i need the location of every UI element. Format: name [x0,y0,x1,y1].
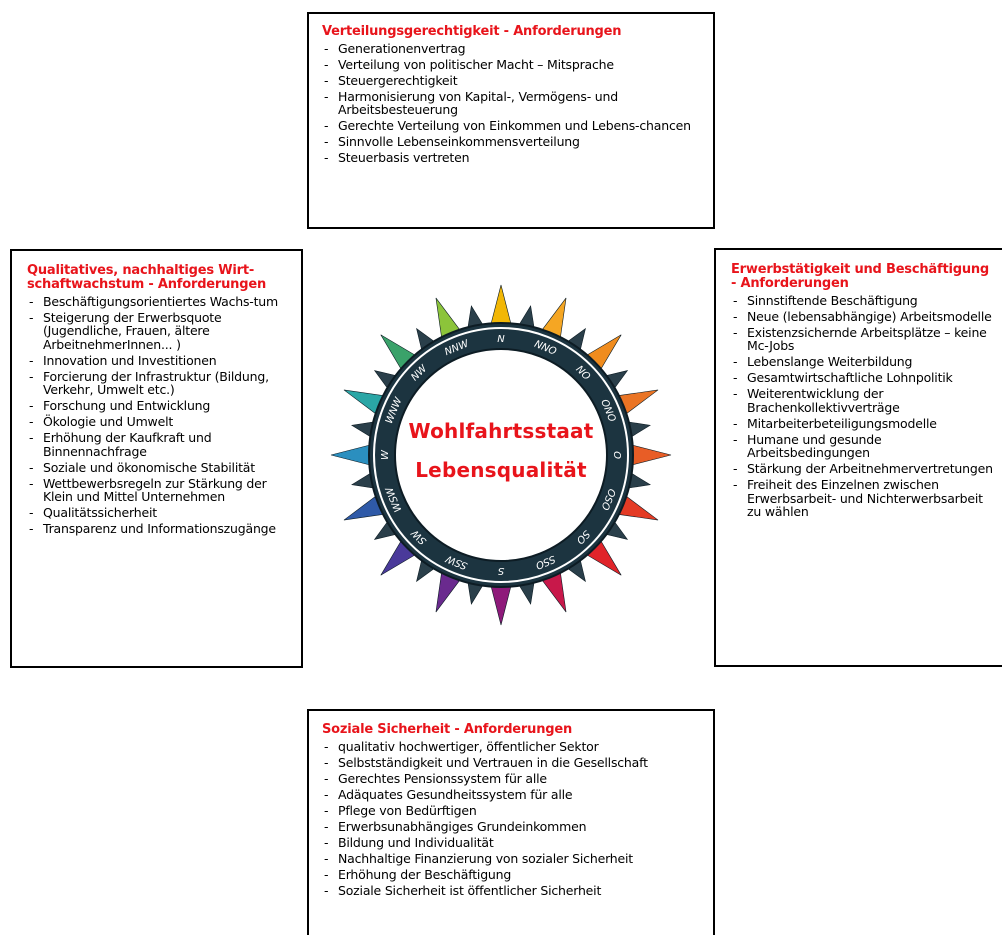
growth-list: Beschäftigungsorientiertes Wachs-tum Ste… [27,294,293,536]
growth-box: Qualitatives, nachhaltiges Wirt-schaftwa… [10,249,303,668]
compass-label-S: S [497,565,504,576]
social-security-title: Soziale Sicherheit - Anforderungen [322,722,573,737]
list-item: Ökologie und Umwelt [27,415,293,429]
distribution-justice-list: Generationenvertrag Verteilung von polit… [322,41,703,165]
compass-ring-line [373,327,629,583]
list-item: Adäquates Gesundheitssystem für alle [322,787,703,802]
list-item: Erhöhung der Beschäftigung [322,867,703,882]
list-item: Qualitätssicherheit [27,506,293,520]
list-item: Soziale und ökonomische Stabilität [27,460,293,475]
list-item: Innovation und Investitionen [27,353,293,368]
list-item: Forschung und Entwicklung [27,399,293,413]
list-item: Forcierung der Infrastruktur (Bildung, V… [27,369,293,397]
compass-center-subtitle: Lebensqualität [415,458,587,482]
list-item: Steigerung der Erwerbsquote (Jugendliche… [27,310,293,352]
list-item: Nachhaltige Finanzierung von sozialer Si… [322,851,703,866]
list-item: qualitativ hochwertiger, öffentlicher Se… [322,739,703,754]
list-item: Selbstständigkeit und Vertrauen in die G… [322,755,703,770]
list-item: Wettbewerbsregeln zur Stärkung der Klein… [27,476,293,504]
list-item: Harmonisierung von Kapital-, Vermögens- … [322,89,703,117]
list-item: Stärkung der Arbeitnehmervertretungen [731,462,996,476]
list-item: Weiterentwicklung der Brachenkollektivve… [731,387,996,414]
compass-label-N: N [497,334,505,345]
employment-box: Erwerbstätigkeit und Beschäftigung - Anf… [714,248,1002,667]
list-item: Pflege von Bedürftigen [322,803,703,818]
list-item: Generationenvertrag [322,41,703,56]
compass-inner-disc [394,348,608,562]
list-item: Erhöhung der Kaufkraft und Binnennachfra… [27,431,293,458]
compass-point-S [489,582,513,626]
social-security-box: Soziale Sicherheit - Anforderungen quali… [307,709,715,935]
list-item: Freiheit des Einzelnen zwischen Erwerbsa… [731,478,996,519]
compass-center-title: Wohlfahrtsstaat [408,419,594,443]
list-item: Gerechte Verteilung von Einkommen und Le… [322,119,703,133]
compass-label-W: W [380,449,391,460]
distribution-justice-title: Verteilungsgerechtigkeit - Anforderungen [322,24,622,39]
employment-list: Sinnstiftende Beschäftigung Neue (lebens… [731,293,996,519]
compass-point-N [489,284,513,328]
compass-label-O: O [611,451,622,459]
list-item: Existenzsichernde Arbeitsplätze – keine … [731,325,996,353]
list-item: Sinnstiftende Beschäftigung [731,293,996,308]
list-item: Gesamtwirtschaftliche Lohnpolitik [731,371,996,385]
list-item: Mitarbeiterbeteiligungsmodelle [731,416,996,431]
list-item: Gerechtes Pensionssystem für alle [322,771,703,786]
list-item: Sinnvolle Lebenseinkommensverteilung [322,135,703,149]
list-item: Humane und gesunde Arbeitsbedingungen [731,432,996,460]
list-item: Erwerbsunabhängiges Grundeinkommen [322,819,703,834]
list-item: Verteilung von politischer Macht – Mitsp… [322,57,703,72]
list-item: Soziale Sicherheit ist öffentlicher Sich… [322,883,703,898]
list-item: Beschäftigungsorientiertes Wachs-tum [27,294,293,309]
growth-title: Qualitatives, nachhaltiges Wirt-schaftwa… [27,263,267,292]
list-item: Transparenz und Informationszugänge [27,522,293,536]
list-item: Steuerbasis vertreten [322,151,703,165]
list-item: Neue (lebensabhängige) Arbeitsmodelle [731,309,996,324]
list-item: Steuergerechtigkeit [322,73,703,88]
list-item: Bildung und Individualität [322,835,703,850]
employment-title: Erwerbstätigkeit und Beschäftigung - Anf… [731,262,990,291]
social-security-list: qualitativ hochwertiger, öffentlicher Se… [322,739,703,898]
list-item: Lebenslange Weiterbildung [731,355,996,369]
distribution-justice-box: Verteilungsgerechtigkeit - Anforderungen… [307,12,715,229]
